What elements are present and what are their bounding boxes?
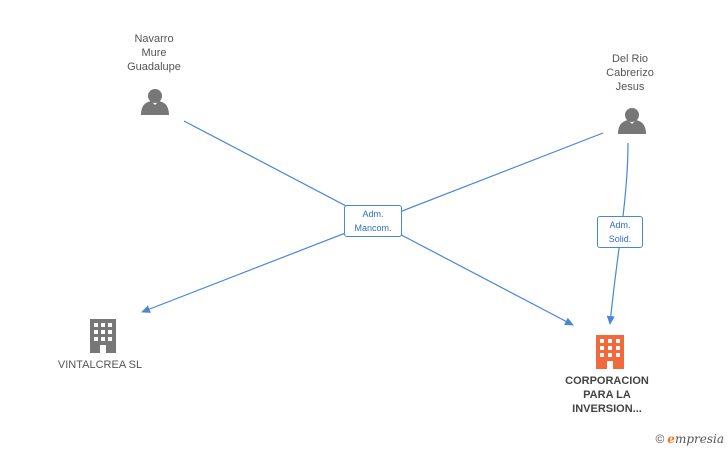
copyright-icon: © (655, 432, 665, 446)
node-label-vintalcrea[interactable]: VINTALCREA SL (57, 359, 143, 371)
person-icon[interactable] (141, 89, 169, 115)
node-label-navarro[interactable]: Navarro Mure Guadalupe (127, 33, 181, 73)
empresia-logo: empresia (667, 432, 724, 446)
person-icon[interactable] (618, 108, 646, 134)
edge-label-adm-mancom: Adm. Mancom. (344, 205, 402, 237)
node-label-delrio[interactable]: Del Rio Cabrerizo Jesus (606, 53, 654, 93)
building-icon[interactable] (596, 335, 624, 369)
empresia-watermark: © empresia (655, 432, 724, 446)
edge-label-adm-solid: Adm. Solid. (597, 216, 643, 248)
building-icon[interactable] (90, 319, 116, 353)
node-label-corporacion[interactable]: CORPORACION PARA LA INVERSION... (565, 375, 649, 415)
